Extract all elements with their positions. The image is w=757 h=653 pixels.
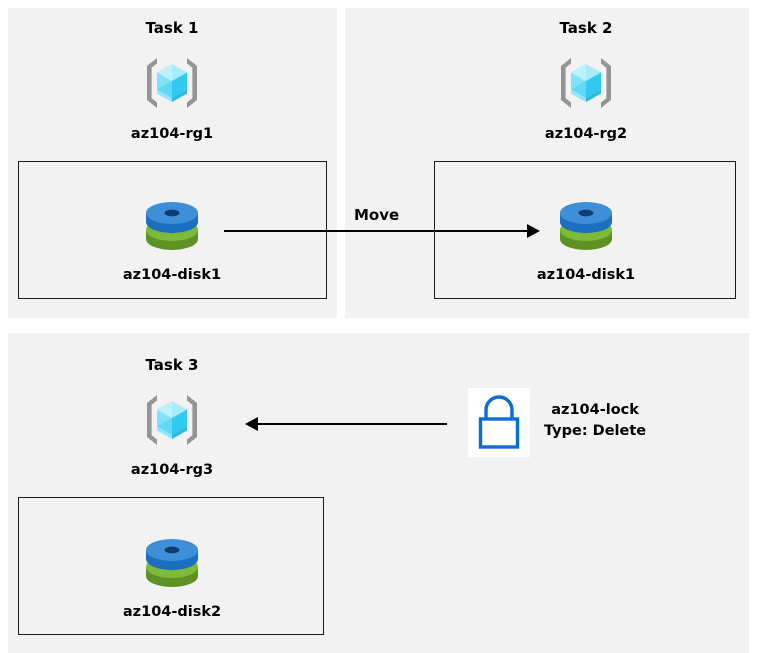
lock-icon-tile	[468, 388, 530, 457]
task-2-resource-label: az104-disk1	[536, 267, 636, 283]
task-2-resource-group-icon	[555, 52, 617, 114]
azure-resource-group-icon	[147, 395, 197, 445]
task-3-disk-icon	[140, 534, 204, 592]
task-3-resource-group-label: az104-rg3	[130, 462, 214, 478]
lock-type: Type: Delete	[544, 423, 647, 440]
move-arrow-label: Move	[354, 206, 400, 224]
azure-resource-group-icon	[147, 58, 197, 108]
azure-managed-disk-icon	[146, 539, 198, 587]
task-3-resource-label: az104-disk2	[122, 604, 222, 620]
move-arrow-line	[224, 230, 529, 232]
task-2-disk-icon	[554, 197, 618, 255]
task-2-resource-group-label: az104-rg2	[544, 126, 628, 142]
move-arrow-head	[527, 224, 540, 238]
azure-resource-group-icon	[561, 58, 611, 108]
padlock-icon	[478, 395, 520, 449]
task-1-title: Task 1	[145, 19, 199, 37]
task-3-title: Task 3	[145, 356, 199, 374]
task-1-resource-group-label: az104-rg1	[130, 126, 214, 142]
azure-managed-disk-icon	[560, 202, 612, 250]
task-3-resource-group-icon	[141, 389, 203, 451]
lock-name: az104-lock	[551, 402, 639, 418]
lock-arrow-head	[245, 417, 258, 431]
task-1-disk-icon	[140, 197, 204, 255]
task-1-resource-group-icon	[141, 52, 203, 114]
lock-arrow-line	[257, 423, 447, 425]
task-1-resource-label: az104-disk1	[122, 267, 222, 283]
lock-caption: az104-lock Type: Delete	[544, 400, 646, 442]
task-2-title: Task 2	[559, 19, 613, 37]
azure-managed-disk-icon	[146, 202, 198, 250]
